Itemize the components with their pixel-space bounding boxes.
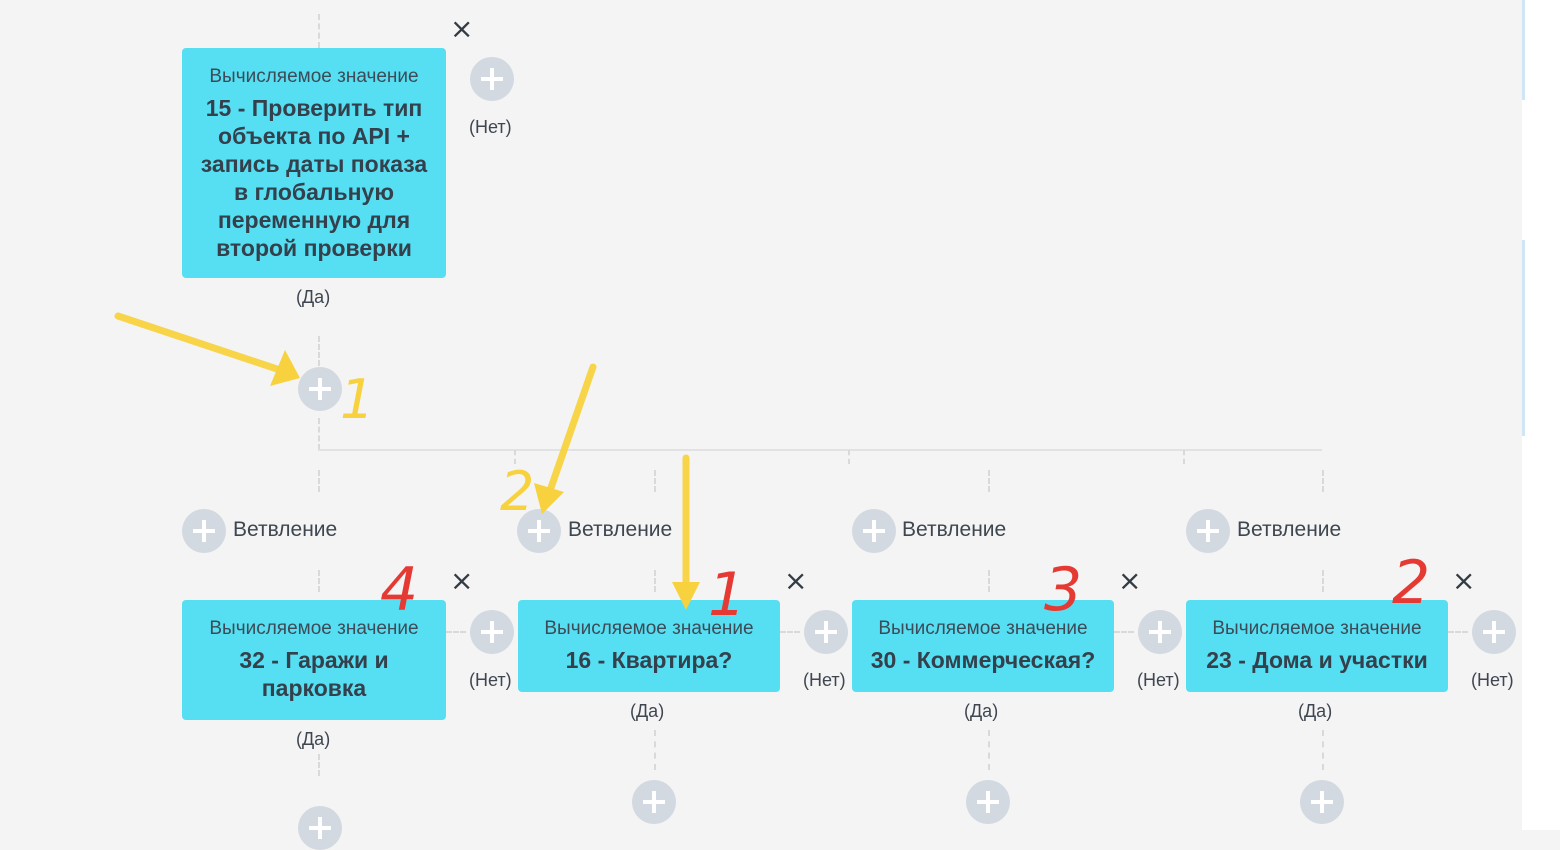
no-label: (Нет) [469,670,512,690]
add-branch-button[interactable] [517,509,561,553]
add-step-button[interactable] [966,780,1010,824]
connector-line [988,570,990,592]
connector-line [318,570,320,592]
connector-line [1114,631,1134,633]
add-branch-button[interactable] [182,509,226,553]
add-no-branch-button[interactable] [470,57,514,101]
connector-line [654,470,656,492]
node-title: 23 - Дома и участки [1206,647,1428,673]
panel-edge [1522,0,1525,100]
no-label: (Нет) [1471,670,1514,690]
close-icon[interactable]: × [450,564,474,597]
arrow-head [270,350,300,386]
connector-line [1322,730,1324,770]
add-no-branch-button[interactable] [470,610,514,654]
connector-line [654,570,656,592]
process-node[interactable]: Вычисляемое значение 23 - Дома и участки [1186,600,1448,692]
connector-line [848,450,850,464]
no-label: (Нет) [803,670,846,690]
connector-line [318,754,320,776]
yes-label: (Да) [964,701,999,721]
branch-label: Ветвление [568,518,673,541]
connector-line [1322,570,1324,592]
connector-line [1183,450,1185,464]
process-node[interactable]: Вычисляемое значение 15 - Проверить тип … [182,48,446,278]
annotation-number: 2 [500,460,535,523]
node-type-label: Вычисляемое значение [878,618,1088,639]
connector-line [988,730,990,770]
close-icon[interactable]: × [784,564,808,597]
annotation-number: 1 [340,368,375,431]
branch-label: Ветвление [902,518,1007,541]
annotation-number: 3 [1044,555,1083,625]
connector-line [318,14,320,48]
yes-label: (Да) [630,701,665,721]
right-panel [1522,0,1560,830]
node-title: 16 - Квартира? [565,647,733,673]
connector-line [988,470,990,492]
arrow-head [534,483,564,514]
add-branch-button[interactable] [852,509,896,553]
yes-label: (Да) [296,729,331,749]
connector-line [446,631,466,633]
add-no-branch-button[interactable] [804,610,848,654]
yes-label: (Да) [1298,701,1333,721]
annotation-arrows [114,312,700,610]
process-node[interactable]: Вычисляемое значение 16 - Квартира? [518,600,780,692]
node-type-label: Вычисляемое значение [209,66,419,87]
connector-line [318,470,320,492]
close-icon[interactable]: × [1118,564,1142,597]
add-step-button[interactable] [1300,780,1344,824]
add-branch-button[interactable] [1186,509,1230,553]
connector-line [1448,631,1468,633]
process-node[interactable]: Вычисляемое значение 32 - Гаражи и парко… [182,600,446,720]
process-node[interactable]: Вычисляемое значение 30 - Коммерческая? [852,600,1114,692]
connector-line [1322,470,1324,492]
yes-label: (Да) [296,287,331,307]
add-no-branch-button[interactable] [1138,610,1182,654]
node-type-label: Вычисляемое значение [209,618,419,639]
node-type-label: Вычисляемое значение [1212,618,1422,639]
connector-line [318,336,320,366]
close-icon[interactable]: × [1452,564,1476,597]
connector-line [514,450,516,464]
annotation-number: 2 [1392,548,1431,618]
node-title: 32 - Гаражи и парковка [239,647,389,701]
no-label: (Нет) [1137,670,1180,690]
panel-edge [1522,240,1525,436]
branch-bus-line [318,449,1322,451]
no-label: (Нет) [469,117,512,137]
connector-line [654,730,656,770]
node-title: 15 - Проверить тип объекта по API + запи… [200,95,428,261]
arrow-head [672,582,700,610]
arrow-line [542,363,597,506]
add-step-button[interactable] [632,780,676,824]
arrow-line [114,312,296,378]
node-title: 30 - Коммерческая? [870,647,1096,673]
branch-label: Ветвление [233,518,338,541]
add-step-button[interactable] [298,367,342,411]
close-icon[interactable]: × [450,12,474,45]
connector-line [318,418,320,450]
annotation-number: 1 [708,560,747,630]
annotation-number: 4 [380,555,419,625]
branch-label: Ветвление [1237,518,1342,541]
node-type-label: Вычисляемое значение [544,618,754,639]
add-no-branch-button[interactable] [1472,610,1516,654]
connector-line [780,631,800,633]
